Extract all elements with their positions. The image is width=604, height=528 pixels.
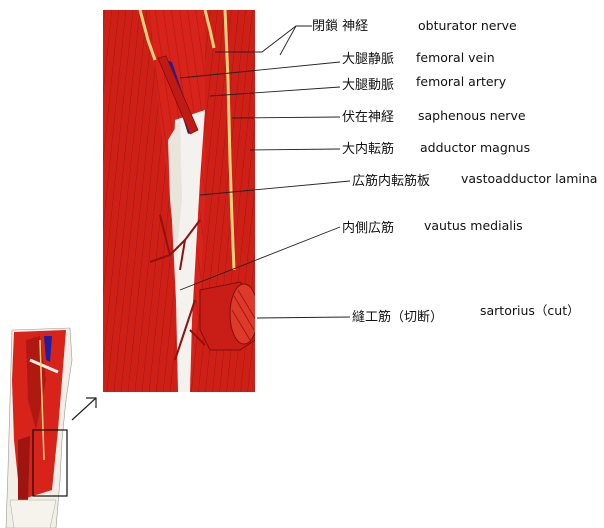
label-obturator-en: obturator nerve (418, 18, 517, 33)
label-obturator-jp: 閉鎖 神経 (312, 18, 368, 34)
label-sartorius-jp: 縫工筋（切断） (352, 309, 443, 325)
leader-lines (179, 25, 351, 319)
label-sartorius-en: sartorius（cut） (480, 303, 580, 318)
label-femoral-artery-jp: 大腿動脈 (342, 78, 394, 93)
adductor-muscle-mass (103, 10, 178, 392)
arterial-branches (149, 214, 206, 361)
thumbnail-leg-figure (5, 327, 73, 528)
label-adductor-jp: 大内転筋 (342, 141, 394, 157)
labels: 閉鎖 神経 obturator nerve 大腿静脈 femoral vein … (312, 18, 597, 325)
label-adductor-en: adductor magnus (420, 140, 530, 155)
enlarged-thigh-panel (103, 10, 255, 392)
thumbnail-zoom-box (32, 429, 68, 497)
label-femoral-vein-jp: 大腿静脈 (342, 52, 394, 67)
label-lamina-jp: 広筋内転筋板 (352, 173, 430, 189)
label-vastus-en: vautus medialis (424, 218, 523, 233)
label-vastus-jp: 内側広筋 (342, 220, 394, 236)
zoom-arrow (71, 397, 97, 421)
label-saphenous-en: saphenous nerve (418, 108, 526, 123)
label-femoral-artery-en: femoral artery (416, 74, 507, 89)
label-lamina-en: vastoadductor lamina (461, 171, 597, 186)
label-saphenous-jp: 伏在神経 (342, 110, 394, 125)
label-femoral-vein-en: femoral vein (416, 50, 495, 65)
nerves (138, 10, 236, 271)
